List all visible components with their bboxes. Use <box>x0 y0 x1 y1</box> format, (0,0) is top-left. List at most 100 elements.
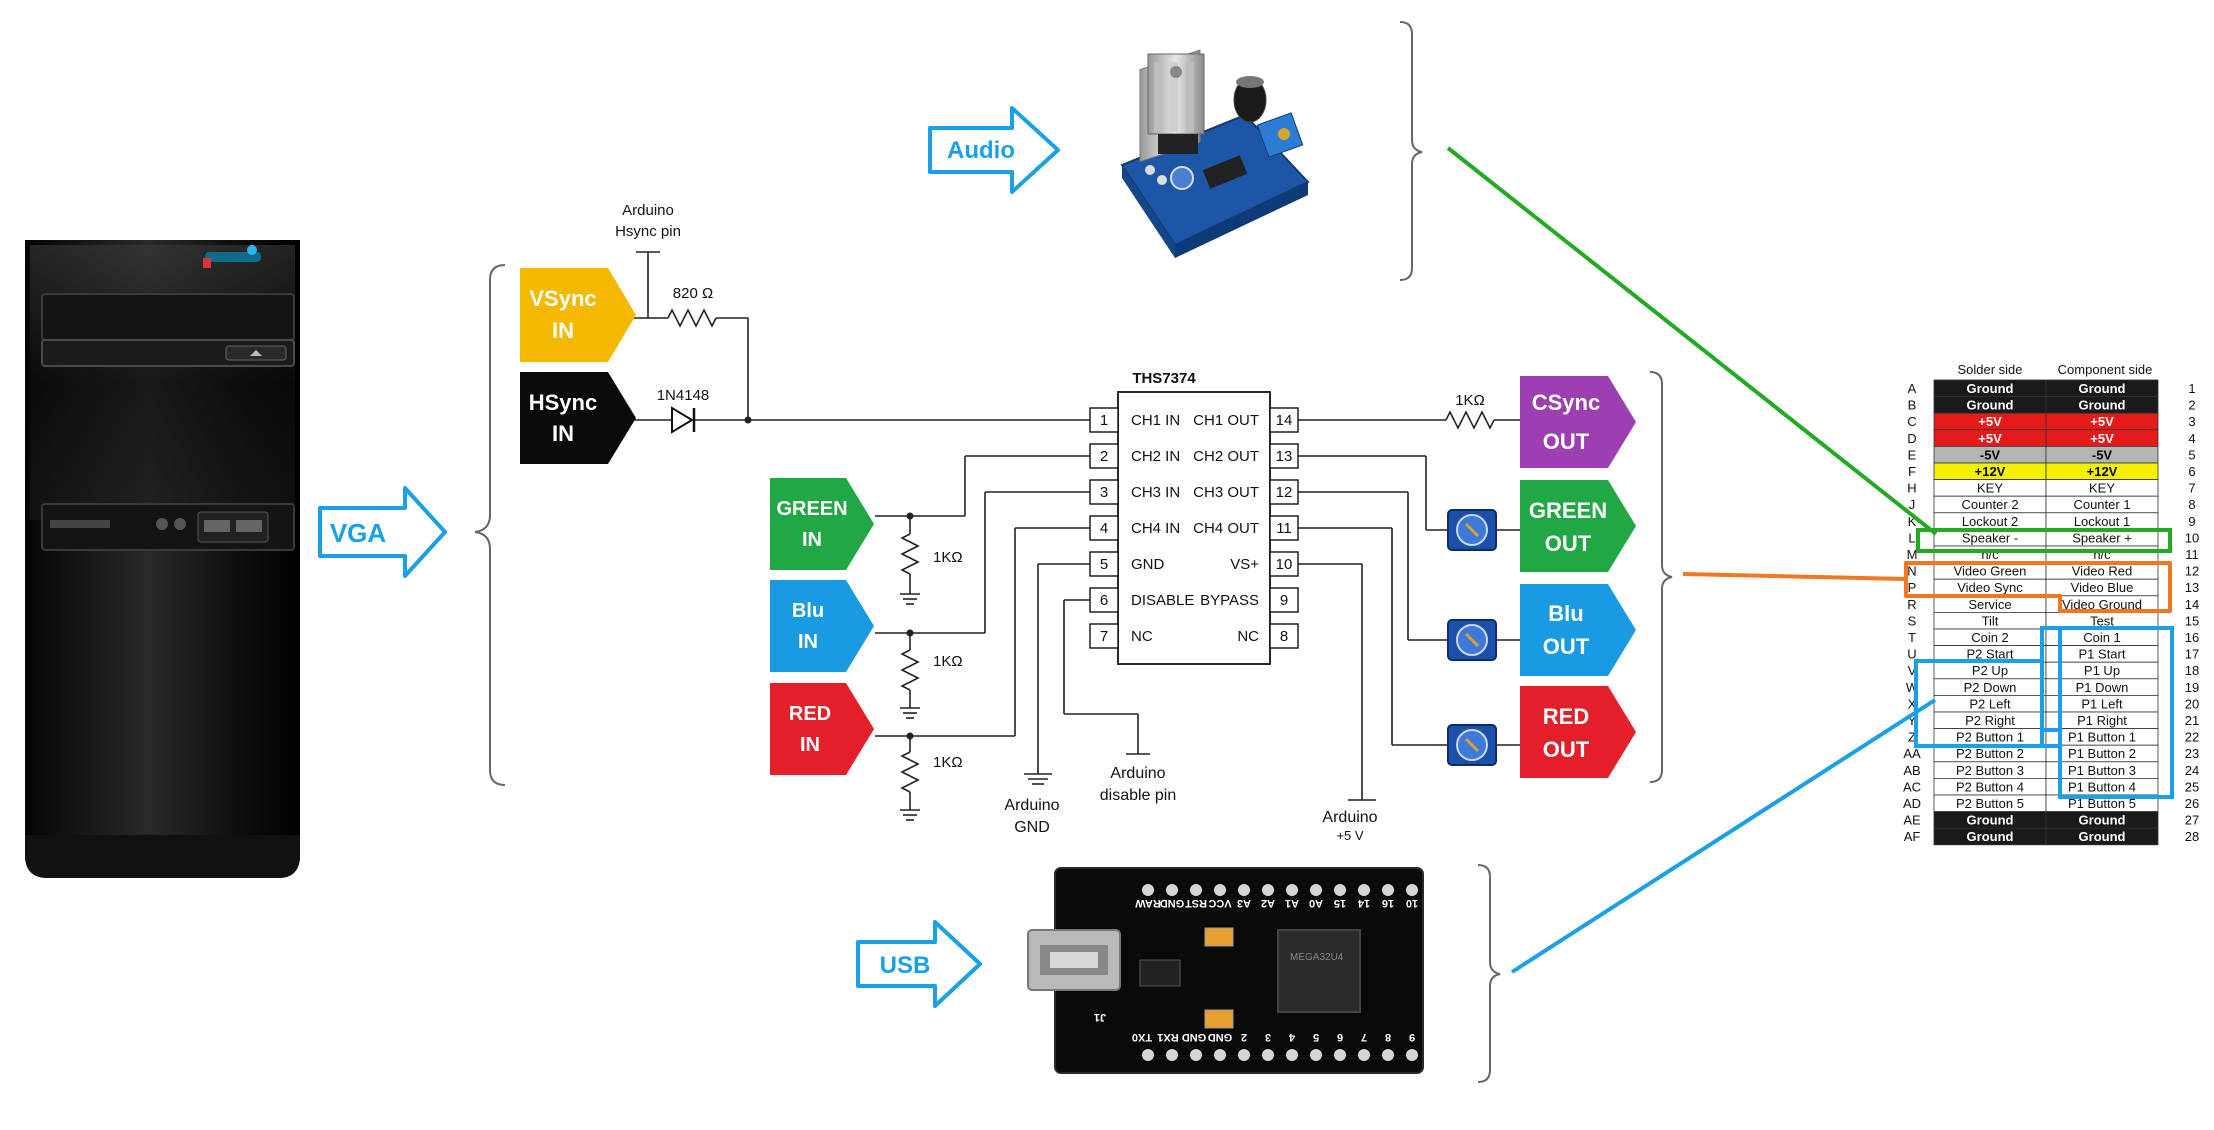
usb-controls-link <box>1510 698 1937 974</box>
jamma-component-value: P1 Button 1 <box>2068 730 2136 745</box>
potentiometer <box>1447 619 1497 661</box>
jamma-row-letter: AA <box>1903 746 1921 761</box>
jamma-solder-value: Tilt <box>1982 613 1999 628</box>
jamma-row-letter: R <box>1907 597 1916 612</box>
jamma-row-letter: E <box>1908 447 1917 462</box>
signal-tag-blu-out: Blu OUT <box>1520 584 1636 676</box>
signal-tag-red-out: RED OUT <box>1520 686 1636 778</box>
jamma-row-letter: T <box>1908 630 1916 645</box>
jamma-solder-value: P2 Button 4 <box>1956 779 2024 794</box>
jamma-component-value: -5V <box>2092 447 2113 462</box>
jamma-solder-value: P2 Start <box>1967 647 2014 662</box>
arduino-gnd-label-1: Arduino <box>1004 797 1059 814</box>
arduino-5v-label-2: +5 V <box>1336 828 1363 843</box>
jamma-component-value: Ground <box>2079 829 2126 844</box>
resistor-1k-csync-label: 1KΩ <box>1455 392 1485 409</box>
jamma-solder-value: Lockout 2 <box>1962 514 2018 529</box>
ic-pin-name: NC <box>1237 628 1259 645</box>
arduino-hsync-label-1: Arduino <box>622 202 674 219</box>
jamma-row-letter: M <box>1907 547 1918 562</box>
jamma-component-value: +12V <box>2087 464 2118 479</box>
arduino-disable-label-2: disable pin <box>1100 787 1177 804</box>
jamma-component-value: Ground <box>2079 813 2126 828</box>
jamma-row-number: 18 <box>2185 663 2199 678</box>
diode-label: 1N4148 <box>657 387 710 404</box>
jamma-component-value: Ground <box>2079 381 2126 396</box>
schematic-brace <box>474 264 506 786</box>
ic-pin-number: 7 <box>1100 628 1108 645</box>
jamma-component-value: P1 Right <box>2077 713 2127 728</box>
video-link <box>1682 572 1907 581</box>
arduino-gnd-label-2: GND <box>1014 819 1050 836</box>
jamma-solder-value: Video Green <box>1954 564 2027 579</box>
vga-arrow: VGA <box>318 486 447 578</box>
jamma-row-letter: AC <box>1903 779 1921 794</box>
jamma-solder-value: P2 Button 5 <box>1956 796 2024 811</box>
jamma-solder-value: +12V <box>1975 464 2006 479</box>
svg-text:VSync: VSync <box>529 286 596 311</box>
board-pin-label: A2 <box>1261 897 1275 909</box>
audio-brace <box>1399 21 1423 281</box>
jamma-solder-value: Service <box>1968 597 2011 612</box>
outputs-brace <box>1649 371 1673 783</box>
jamma-row-letter: H <box>1907 481 1916 496</box>
audio-speaker-link <box>1446 146 1938 536</box>
jamma-row-number: 27 <box>2185 813 2199 828</box>
jamma-row-letter: C <box>1907 414 1916 429</box>
jamma-row-number: 4 <box>2188 431 2195 446</box>
svg-text:CSync: CSync <box>1532 390 1600 415</box>
ic-pin-number: 11 <box>1276 520 1292 537</box>
jamma-row-letter: V <box>1908 663 1917 678</box>
jamma-row-letter: X <box>1908 696 1917 711</box>
jamma-solder-value: Ground <box>1967 813 2014 828</box>
ic-pin-box <box>1089 587 1119 613</box>
jamma-solder-value: Ground <box>1967 398 2014 413</box>
svg-text:GREEN: GREEN <box>776 498 847 520</box>
ic-pin-box <box>1269 443 1299 469</box>
ic-pin-number: 13 <box>1276 448 1293 465</box>
ic-pin-number: 4 <box>1100 520 1108 537</box>
svg-text:OUT: OUT <box>1545 531 1592 556</box>
ic-pin-box <box>1089 515 1119 541</box>
jamma-row-number: 8 <box>2188 497 2195 512</box>
ic-pin-number: 6 <box>1100 592 1108 609</box>
jamma-solder-value: +5V <box>1978 414 2002 429</box>
schematic-wires <box>612 251 1520 821</box>
jamma-row-number: 14 <box>2185 597 2199 612</box>
jamma-solder-value: KEY <box>1977 481 2003 496</box>
jamma-highlight-boxes <box>1904 528 2174 799</box>
ic-pin-box <box>1089 407 1119 433</box>
jamma-solder-value: P2 Left <box>1969 696 2011 711</box>
jamma-solder-value: +5V <box>1978 431 2002 446</box>
ic-pin-box <box>1269 551 1299 577</box>
jamma-solder-value: P2 Down <box>1964 680 2017 695</box>
jamma-component-value: Coin 1 <box>2083 630 2121 645</box>
board-pin-label: VCC <box>1208 897 1231 909</box>
jamma-component-value: P1 Left <box>2081 696 2123 711</box>
connection-lines <box>1446 146 1938 974</box>
jamma-row-number: 24 <box>2185 763 2199 778</box>
jamma-row-number: 5 <box>2188 447 2195 462</box>
jamma-row-letter: D <box>1907 431 1916 446</box>
jamma-component-value: P1 Button 2 <box>2068 746 2136 761</box>
board-pin-label: 5 <box>1313 1031 1319 1043</box>
ic-pin-name: GND <box>1131 556 1165 573</box>
jamma-row-number: 21 <box>2185 713 2199 728</box>
jamma-component-value: Speaker + <box>2072 530 2132 545</box>
jamma-row-letter: Z <box>1908 730 1916 745</box>
jamma-solder-value: -5V <box>1980 447 2001 462</box>
board-bottom-pin-holes <box>1142 1049 1418 1061</box>
signal-tag-green-in: GREEN IN <box>770 478 874 570</box>
board-pin-label: 2 <box>1241 1031 1247 1043</box>
resistor-1k-green-label: 1KΩ <box>933 549 963 566</box>
jamma-row-letter: K <box>1908 514 1917 529</box>
jamma-row-letter: A <box>1908 381 1917 396</box>
ic-pin-box <box>1089 551 1119 577</box>
arduino-pro-micro-board: MEGA32U4 10 16 14 15 A0 A1 A2 A3 <box>1027 867 1424 1074</box>
jamma-solder-value: Counter 2 <box>1961 497 2018 512</box>
board-pin-label: 3 <box>1265 1031 1271 1043</box>
ic-pin-name: CH2 OUT <box>1193 448 1259 465</box>
jamma-row-number: 6 <box>2188 464 2195 479</box>
